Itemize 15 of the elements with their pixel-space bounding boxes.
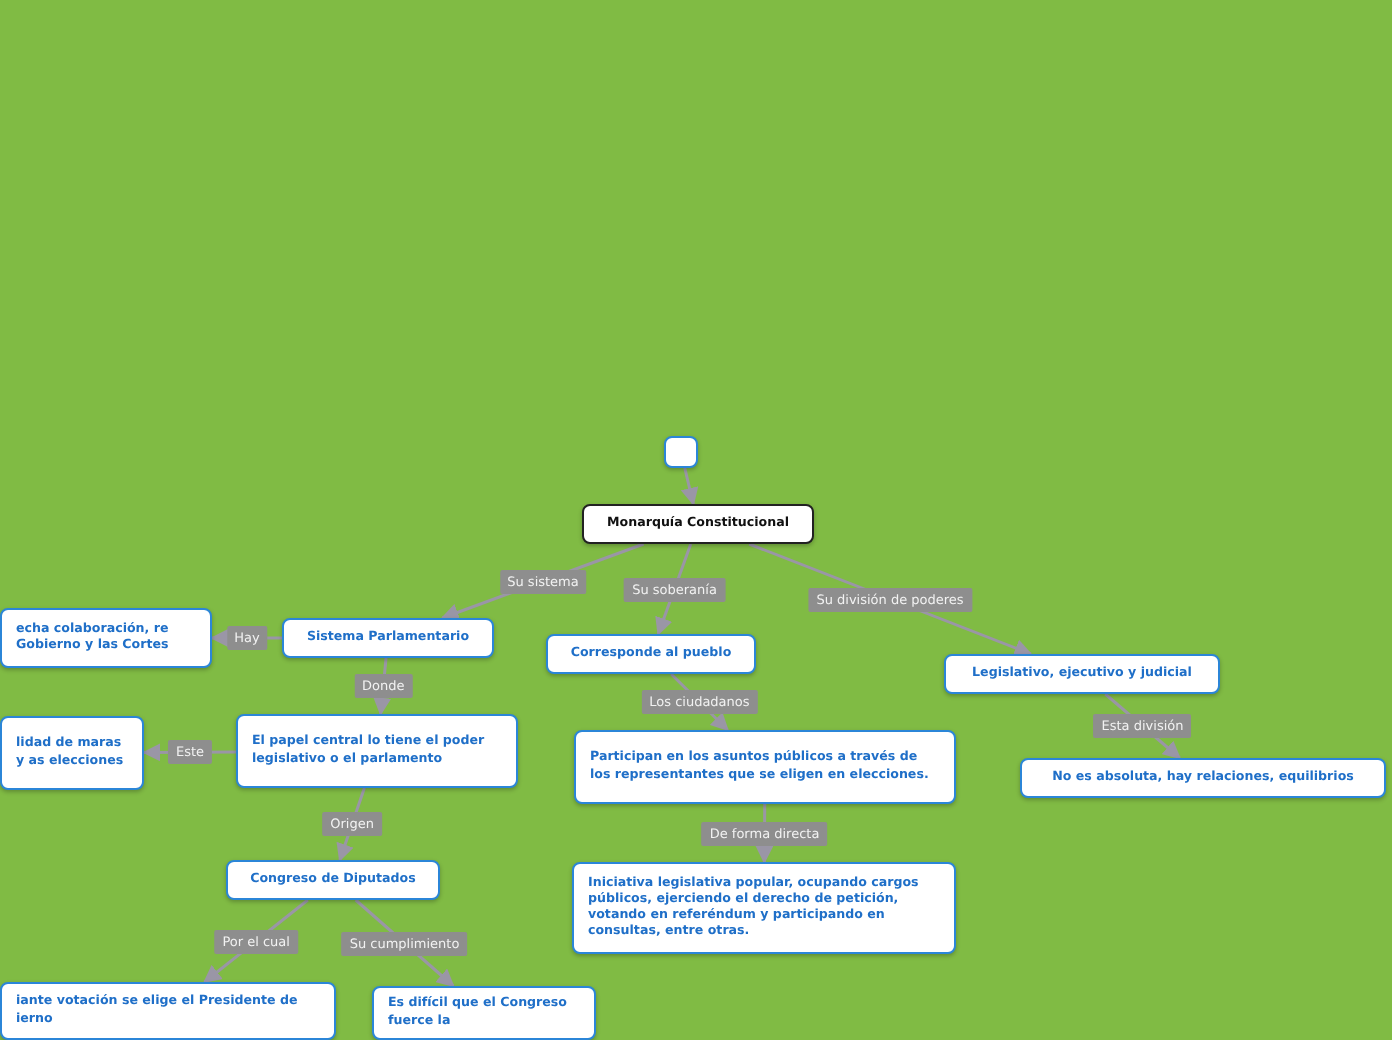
topic-box [0, 982, 336, 1040]
topic-box [574, 730, 956, 804]
topic-box [546, 634, 756, 674]
topic-box [1020, 758, 1386, 798]
empty-box [664, 436, 698, 468]
topic-box [282, 618, 494, 658]
topic-box [572, 862, 956, 954]
topic-box [0, 608, 212, 668]
topic-box [372, 986, 596, 1040]
topic-box [944, 654, 1220, 694]
topic-box [0, 716, 144, 790]
topic-box [236, 714, 518, 788]
topic-box [582, 504, 814, 544]
topic-box [226, 860, 440, 900]
arrow [680, 467, 699, 506]
